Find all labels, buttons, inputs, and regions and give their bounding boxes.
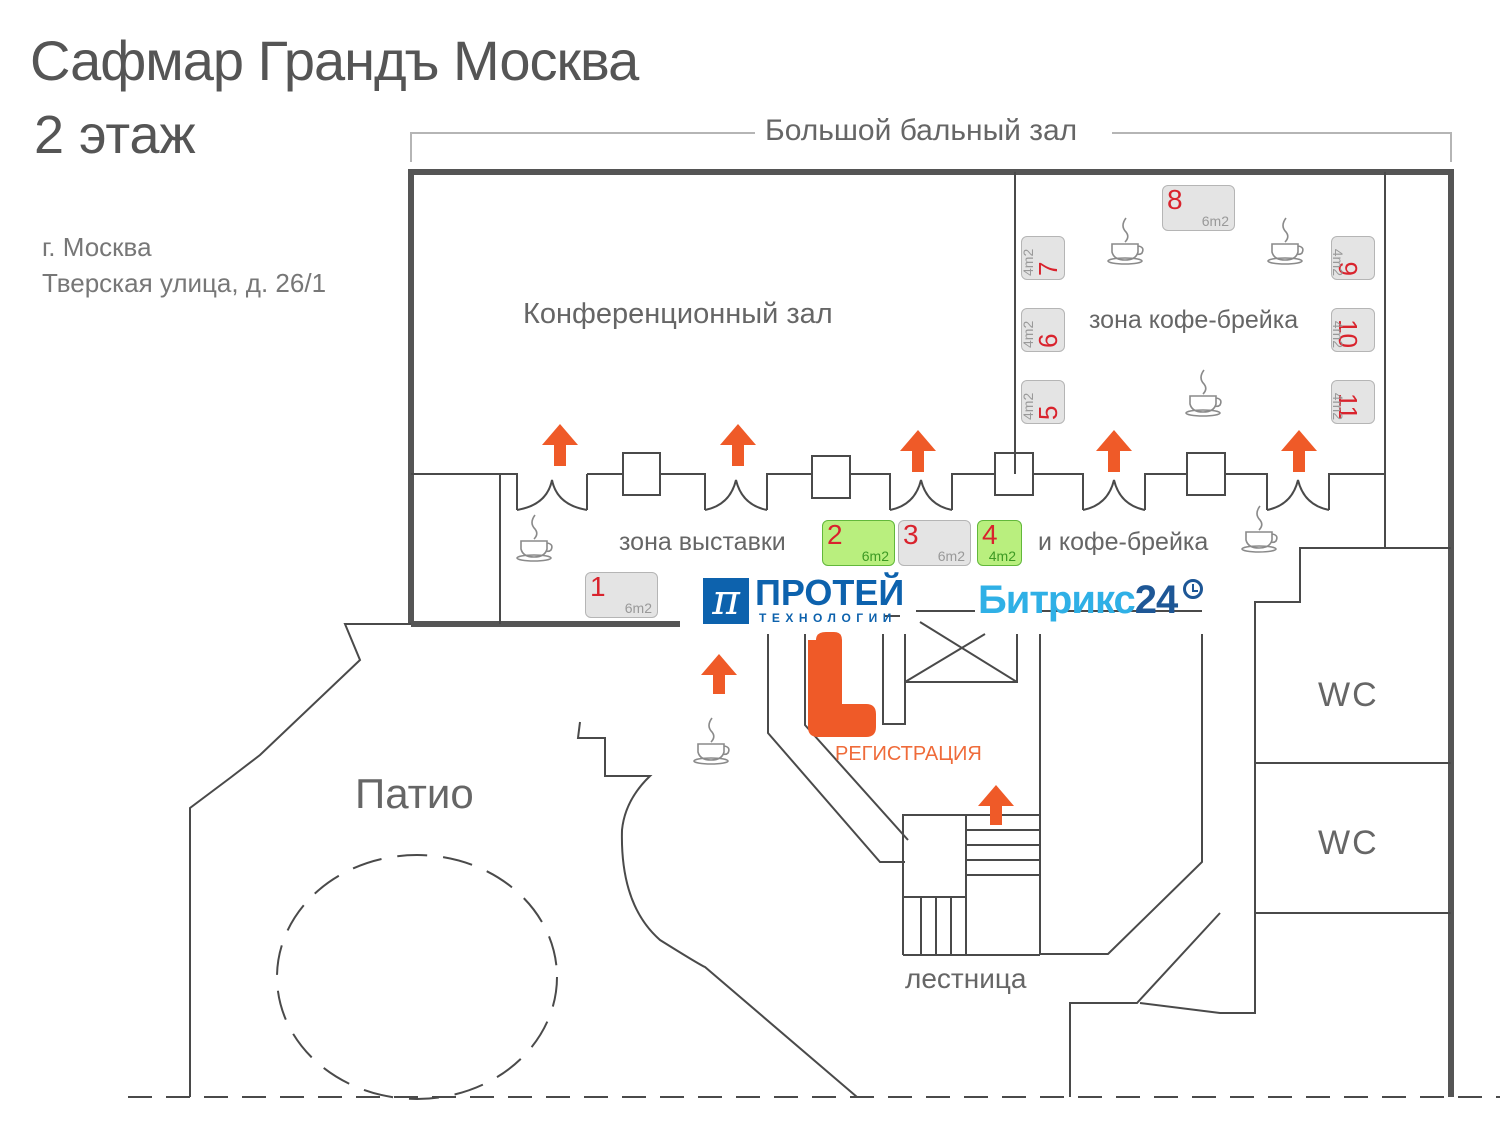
proteus-subtitle: ТЕХНОЛОГИИ [759,611,897,625]
booth-4[interactable]: 4 4m2 [977,519,1022,566]
address-city: г. Москва [42,232,152,262]
page-title: Сафмар Грандъ Москва [30,29,639,92]
arrow-up-icon [900,430,936,472]
booth-number: 8 [1167,184,1183,215]
ballroom-bracket [410,132,1452,162]
door-arc [889,479,953,511]
stair-steps-horizontal [966,814,1040,876]
coffee-cup-icon [1267,217,1304,265]
door-arc [1082,479,1146,511]
reg-left-wall-1 [767,634,905,863]
booth-number: 4 [982,519,998,550]
pillar [1186,452,1226,496]
coffee-zone-label: зона кофе-брейка [1089,306,1299,334]
proteus-name: ПРОТЕЙ [755,572,905,613]
expo-zone-label: зона выставки [619,528,786,556]
booth-1[interactable]: 1 6m2 [585,571,658,618]
conference-hall-label: Конференционный зал [523,298,833,330]
booth-number: 6 [1033,333,1063,348]
bitrix-number: 24 [1134,578,1178,622]
arrow-up-icon [1281,430,1317,472]
doors-wall [411,473,1385,624]
pillar [994,452,1034,496]
booth-area: 4m2 [1330,248,1346,276]
wc-label: WC [1318,676,1379,714]
bitrix-name: Битрикс [978,578,1136,622]
fountain-dashed-circle [276,854,558,1100]
floor-label: 2 этаж [34,105,196,165]
booth-number: 2 [827,519,843,550]
proteus-pi-icon: π [703,578,749,624]
lower-right-wall [1069,912,1221,1097]
arrow-up-icon [542,424,578,466]
coffee-cups [516,217,1304,765]
reg-left-wall-2 [804,634,909,841]
arrow-up-icon [978,785,1014,825]
ballroom-label: Большой бальный зал [755,114,1088,148]
registration-label: РЕГИСТРАЦИЯ [835,743,982,765]
right-column-wall [1040,634,1203,955]
door-arc [1266,479,1330,511]
booth-8[interactable]: 8 6m2 [1162,184,1235,231]
booth-3[interactable]: 3 6m2 [898,519,971,566]
door-arc [516,479,588,511]
coffee-cup-icon [1241,505,1278,553]
pillar [811,455,851,499]
ballroom-outer-wall [408,169,1454,1097]
stairs-label: лестница [905,963,1027,994]
arrow-up-icon [701,654,737,694]
coffee-cup-icon [1185,369,1222,417]
booth-number: 7 [1033,261,1063,276]
booth-number: 1 [590,571,606,602]
booth-area: 6m2 [937,548,965,564]
booth-2[interactable]: 2 6m2 [822,519,895,566]
booth-number: 3 [903,519,919,550]
arrows [542,424,1317,825]
arrow-up-icon [1096,430,1132,472]
booth-area: 4m2 [988,548,1016,564]
coffee-cup-icon [1107,217,1144,265]
expo-coffee-zone-label: и кофе-брейка [1038,528,1209,556]
address-street: Тверская улица, д. 26/1 [42,268,327,298]
booth-area: 6m2 [624,600,652,616]
pillar [622,452,661,496]
registration-desk [808,632,876,737]
coffee-cup-icon [516,514,553,562]
booth-area: 6m2 [861,548,889,564]
patio-right-curve [576,721,858,1098]
clock-icon [1183,579,1204,599]
booth-area: 4m2 [1020,392,1036,420]
patio-left-wall [189,623,411,1097]
booth-area: 4m2 [1020,248,1036,276]
door-arc [704,479,768,511]
bitrix24-logo: Битрикс24 [978,578,1204,623]
stair-landing [902,814,967,898]
booth-area: 4m2 [1330,392,1346,420]
booth-number: 5 [1033,405,1063,420]
booth-area: 6m2 [1201,213,1229,229]
wc-label: WC [1318,824,1379,862]
arrow-up-icon [720,424,756,466]
booth-area: 4m2 [1330,320,1346,348]
elevator-box [882,634,1018,725]
booth-area: 4m2 [1020,320,1036,348]
stair-steps-vertical [902,875,1040,956]
right-stepped-wall [1139,547,1451,1014]
elevator-cross [904,621,1018,683]
coffee-cup-icon [693,717,730,765]
patio-label: Патио [355,770,474,817]
